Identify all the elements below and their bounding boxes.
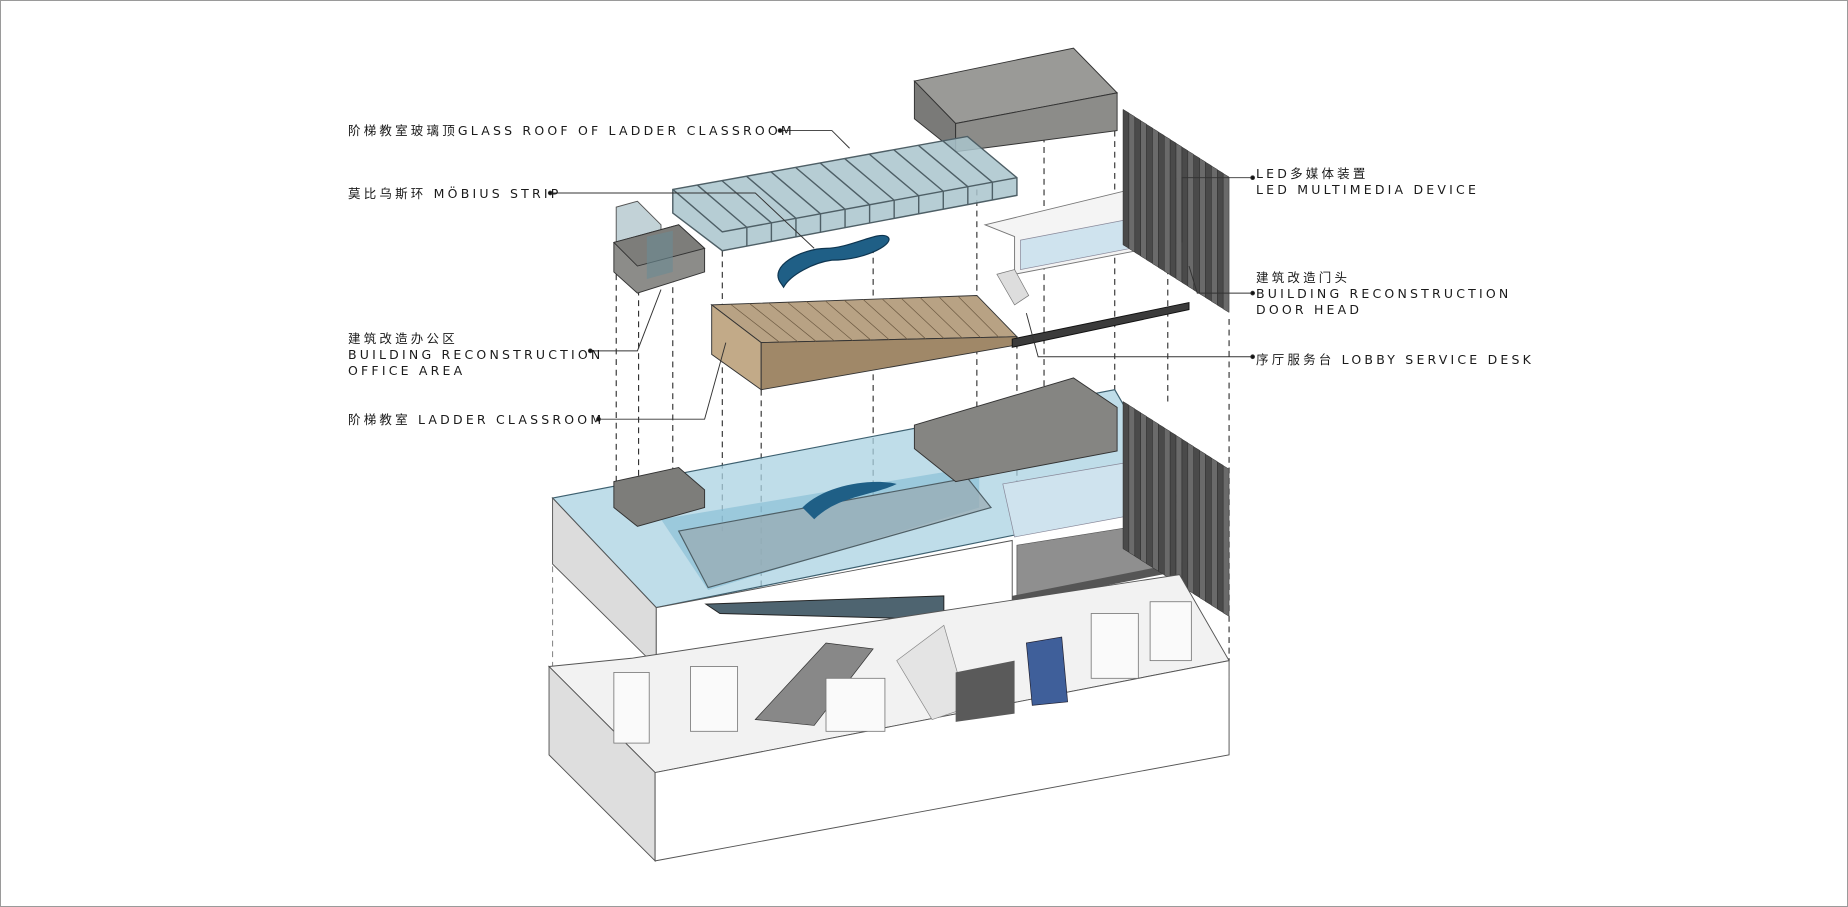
louver-fin bbox=[1222, 465, 1230, 617]
building-reconstruction-door-head bbox=[1122, 108, 1230, 313]
louver-fin bbox=[1199, 450, 1206, 602]
label-glass-roof: 阶梯教室玻璃顶GLASS ROOF OF LADDER CLASSROOM bbox=[348, 123, 795, 139]
louver-fin bbox=[1146, 124, 1153, 264]
label-text: 阶梯教室玻璃顶GLASS ROOF OF LADDER CLASSROOM bbox=[348, 123, 795, 138]
lobby-service-desk bbox=[1011, 301, 1190, 348]
louver-fin bbox=[1187, 150, 1194, 291]
stair-step bbox=[938, 296, 981, 338]
louver-fin bbox=[1175, 435, 1183, 587]
label-door-head: 建筑改造门头 BUILDING RECONSTRUCTION DOOR HEAD bbox=[1256, 270, 1511, 318]
label-mobius-strip: 莫比乌斯环 MÖBIUS STRIP bbox=[348, 186, 562, 202]
label-lobby-service-desk: 序厅服务台 LOBBY SERVICE DESK bbox=[1256, 352, 1534, 368]
louver-fin bbox=[1146, 416, 1153, 568]
label-ladder-classroom: 阶梯教室 LADDER CLASSROOM bbox=[348, 412, 604, 428]
stair-step bbox=[825, 300, 872, 341]
label-text-en: BUILDING RECONSTRUCTION bbox=[348, 347, 604, 362]
roof-rib bbox=[696, 184, 748, 228]
label-office-area: 建筑改造办公区 BUILDING RECONSTRUCTION OFFICE A… bbox=[348, 331, 603, 379]
louver-fin bbox=[1169, 431, 1177, 583]
louver-fin bbox=[1134, 116, 1141, 257]
louver-fin bbox=[1199, 157, 1206, 298]
roof-rib bbox=[745, 175, 797, 219]
label-text-en: OFFICE AREA bbox=[348, 363, 466, 378]
louver-fin bbox=[1169, 139, 1177, 279]
louver-fin bbox=[1122, 401, 1130, 553]
stair-step bbox=[787, 301, 835, 342]
louver-fin bbox=[1181, 146, 1189, 287]
stair-step bbox=[862, 299, 908, 340]
louver-fin bbox=[1152, 419, 1159, 572]
louver-fin bbox=[1211, 165, 1218, 306]
label-text-cn: LED多媒体装置 bbox=[1256, 166, 1369, 181]
stair-step bbox=[844, 299, 890, 340]
stair-step bbox=[749, 303, 798, 343]
louver-fin bbox=[1187, 442, 1194, 595]
mobius-strip bbox=[777, 234, 890, 289]
label-text-en: LED MULTIMEDIA DEVICE bbox=[1256, 182, 1480, 197]
label-text-cn: 建筑改造办公区 bbox=[348, 331, 458, 346]
louver-fin bbox=[1222, 173, 1230, 313]
label-text-cn: 建筑改造门头 bbox=[1256, 270, 1351, 285]
roof-rib bbox=[868, 153, 920, 197]
louver-fin bbox=[1193, 446, 1200, 598]
louver-fin bbox=[1217, 169, 1224, 310]
leader-lines bbox=[547, 128, 1256, 422]
level-2-louver bbox=[1122, 401, 1230, 617]
louver-fin bbox=[1217, 461, 1224, 613]
roof-rib bbox=[721, 180, 772, 224]
louver-fin bbox=[1193, 154, 1200, 295]
louver-fin bbox=[1134, 408, 1141, 561]
louver-fin bbox=[1158, 131, 1165, 272]
roof-rib bbox=[942, 140, 993, 183]
label-text: 序厅服务台 LOBBY SERVICE DESK bbox=[1256, 352, 1535, 367]
office-area bbox=[612, 200, 706, 294]
louver-fin bbox=[1152, 127, 1159, 268]
louver-fin bbox=[1181, 438, 1189, 591]
upper-grey-volume bbox=[913, 47, 1119, 153]
roof-rib bbox=[844, 158, 895, 201]
roof-rib bbox=[770, 171, 821, 215]
stair-step bbox=[881, 298, 926, 340]
stair-step bbox=[919, 297, 963, 339]
level-1-floor bbox=[547, 574, 1230, 863]
louver-fin bbox=[1175, 142, 1183, 283]
stair-step bbox=[768, 302, 817, 342]
louver-fin bbox=[1122, 108, 1130, 249]
louver-fin bbox=[1164, 135, 1171, 276]
louver-fin bbox=[1205, 453, 1212, 606]
stair-step bbox=[806, 301, 853, 341]
roof-rib bbox=[819, 162, 871, 206]
label-text: 阶梯教室 LADDER CLASSROOM bbox=[348, 412, 605, 427]
louver-fin bbox=[1140, 412, 1147, 564]
louver-fin bbox=[1205, 161, 1212, 302]
roof-rib bbox=[893, 149, 944, 192]
stair-step bbox=[730, 303, 780, 343]
stair-step bbox=[900, 297, 945, 339]
louver-fin bbox=[1140, 120, 1147, 261]
louver-fin bbox=[1158, 423, 1165, 576]
stair-step bbox=[957, 295, 999, 338]
ladder-classroom bbox=[710, 295, 1019, 391]
label-text: 莫比乌斯环 MÖBIUS STRIP bbox=[348, 186, 562, 201]
label-text-en: BUILDING RECONSTRUCTION bbox=[1256, 286, 1512, 301]
roof-rib bbox=[795, 166, 846, 210]
roof-rib bbox=[917, 144, 969, 188]
label-led-device: LED多媒体装置 LED MULTIMEDIA DEVICE bbox=[1256, 166, 1479, 198]
louver-fin bbox=[1128, 404, 1136, 557]
louver-fin bbox=[1128, 112, 1136, 253]
louver-fin bbox=[1211, 457, 1218, 610]
louver-fin bbox=[1164, 427, 1171, 580]
glass-roof-of-ladder-classroom bbox=[672, 135, 1018, 252]
label-text-en: DOOR HEAD bbox=[1256, 302, 1363, 317]
